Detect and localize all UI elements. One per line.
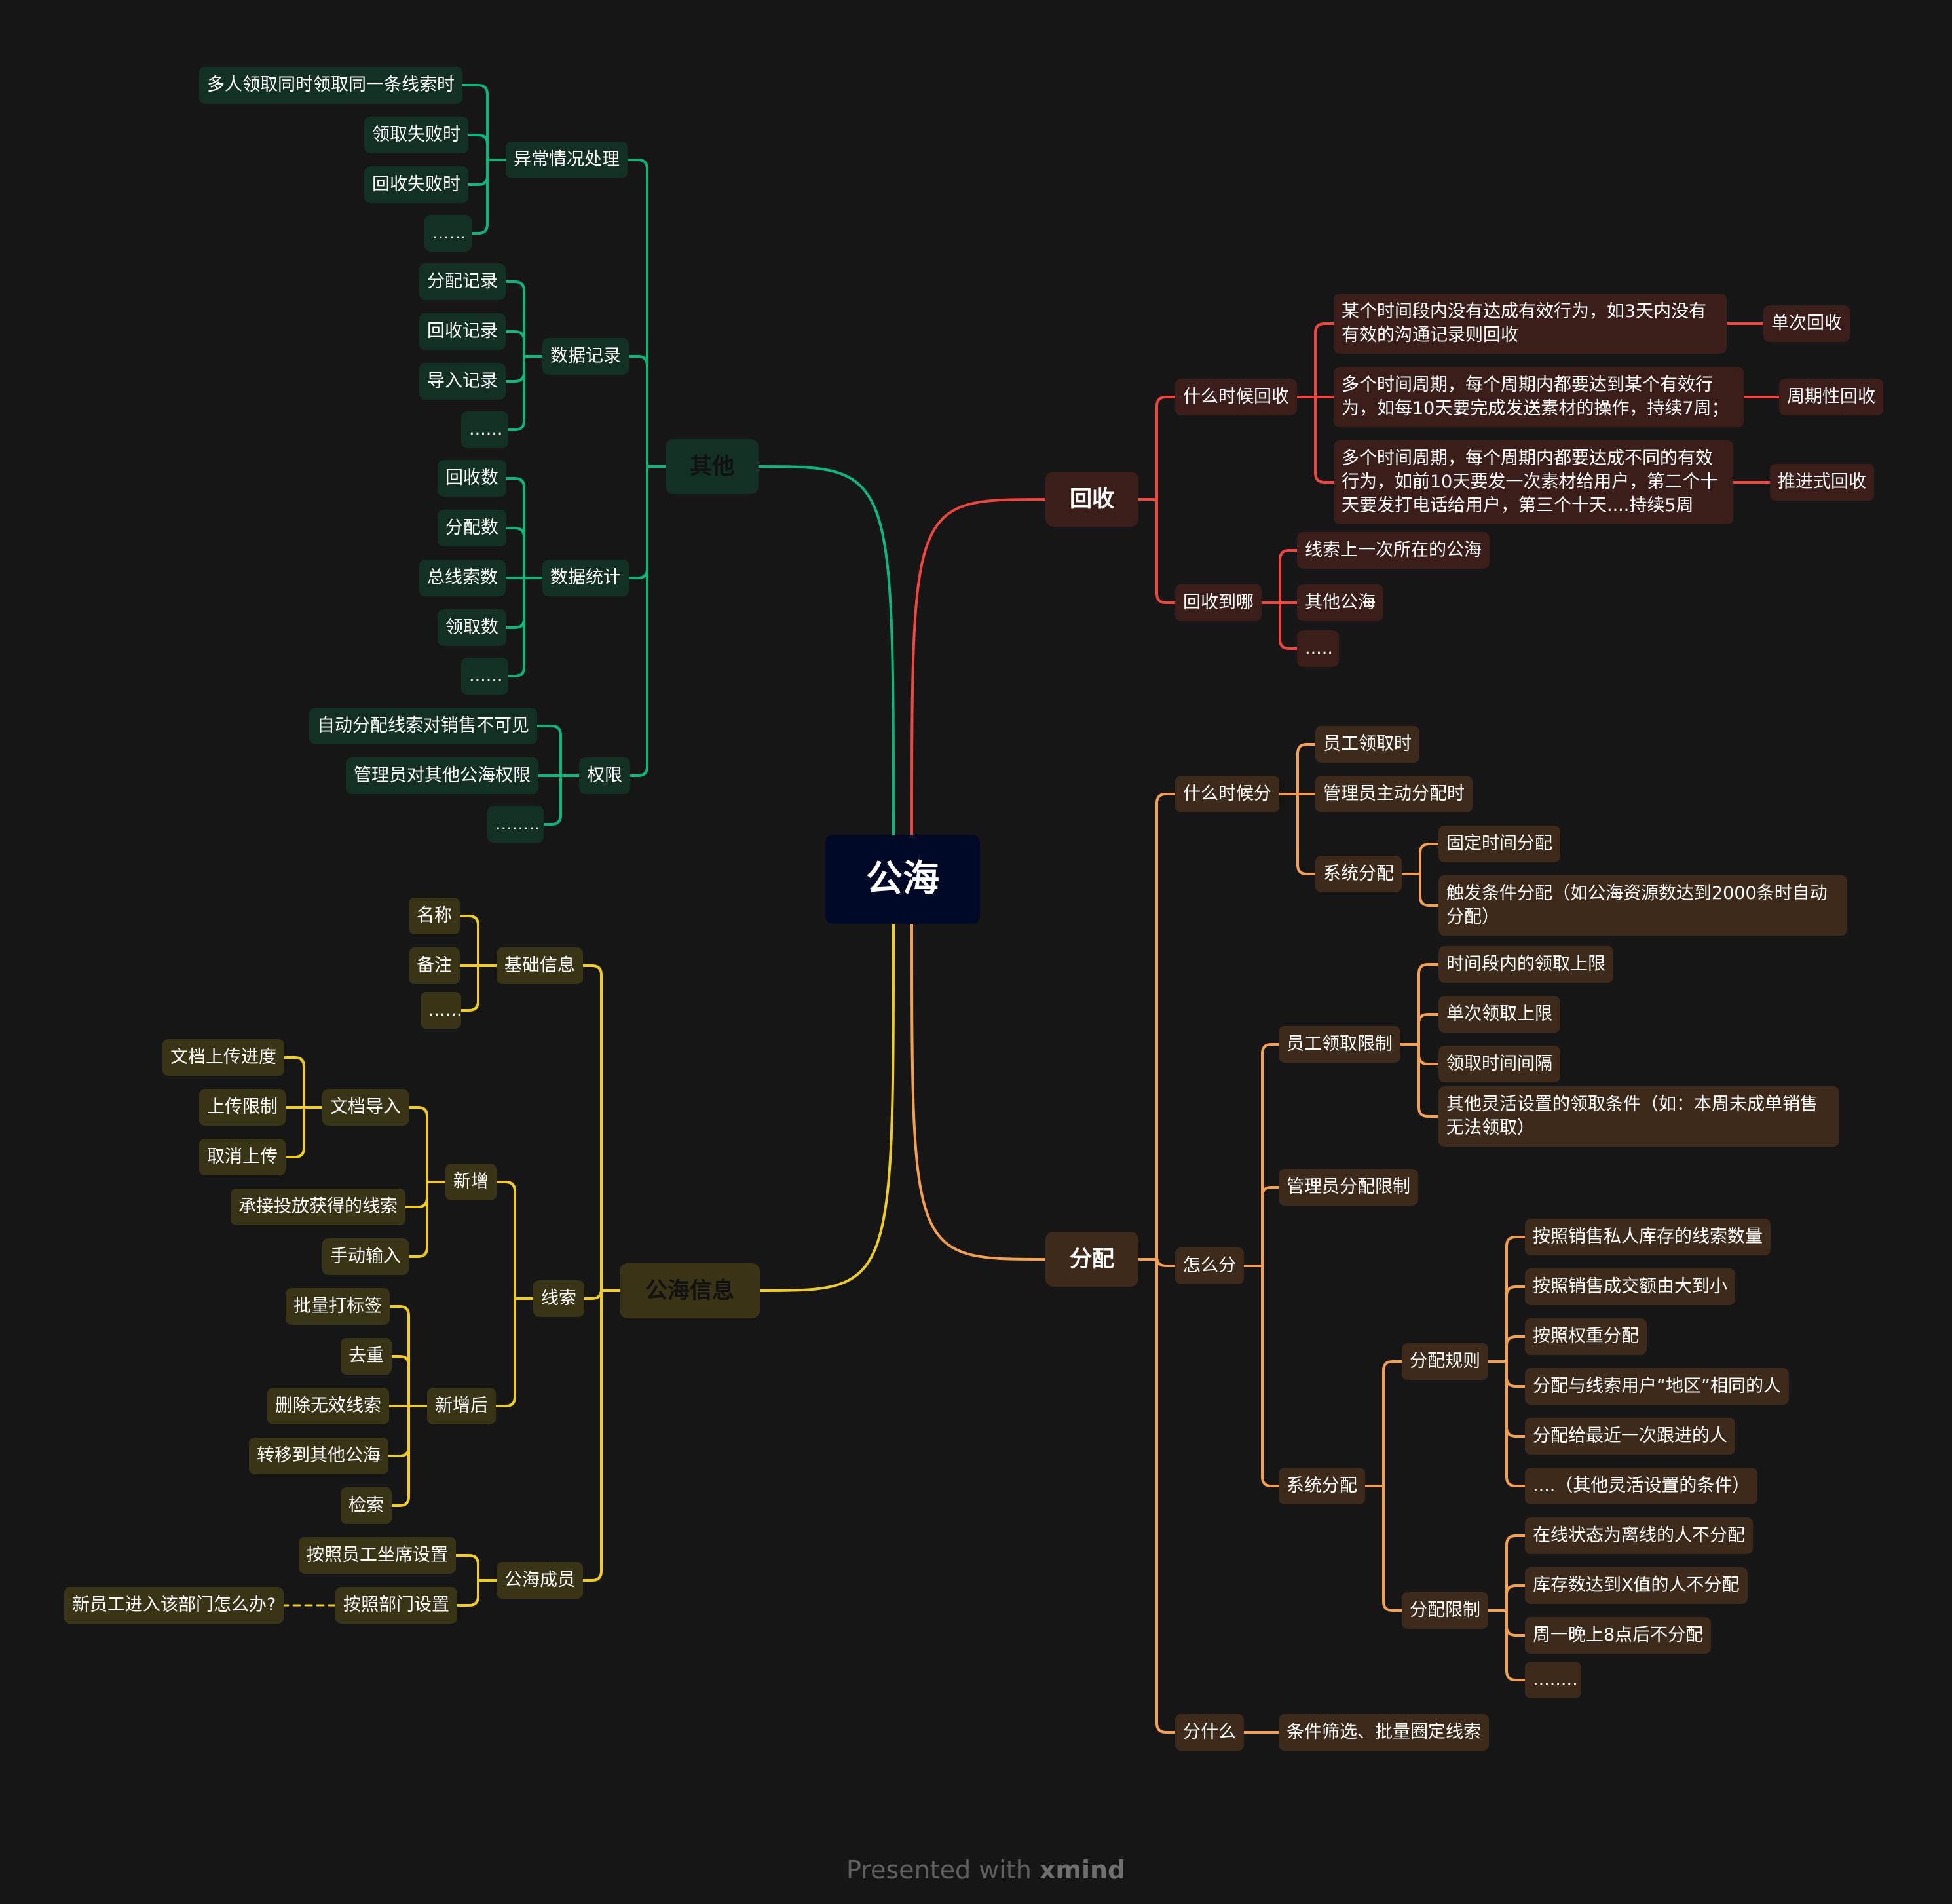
topic-total-leads[interactable]: 总线索数 [419,560,506,596]
topic-recycle-failed[interactable]: 回收失败时 [364,166,468,203]
topic-rule-region[interactable]: 分配与线索用户“地区”相同的人 [1525,1368,1789,1405]
topic-upload-limit[interactable]: 上传限制 [199,1089,286,1126]
branch-qita[interactable]: 其他 [666,439,759,494]
topic-permissions[interactable]: 权限 [579,757,630,794]
topic-ad-leads[interactable]: 承接投放获得的线索 [231,1189,405,1225]
topic-name[interactable]: 名称 [409,898,460,934]
watermark-prefix: Presented with [846,1856,1040,1884]
topic-dedupe[interactable]: 去重 [341,1338,392,1375]
topic-new-employee-question[interactable]: 新员工进入该部门怎么办? [64,1587,284,1624]
topic-rule-revenue[interactable]: 按照销售成交额由大到小 [1525,1268,1735,1305]
topic-search[interactable]: 检索 [341,1487,392,1524]
topic-assign-rules[interactable]: 分配规则 [1402,1343,1488,1380]
topic-fixed-time-assign[interactable]: 固定时间分配 [1438,826,1560,862]
topic-limit-offline[interactable]: 在线状态为离线的人不分配 [1525,1517,1753,1554]
topic-exception-more[interactable]: ...... [424,215,472,252]
topic-concurrent-claim[interactable]: 多人领取同时领取同一条线索时 [199,67,462,104]
topic-permissions-more[interactable]: ........ [487,806,544,843]
topic-when-recycle[interactable]: 什么时候回收 [1175,379,1297,415]
topic-limit-more[interactable]: ........ [1525,1662,1581,1698]
topic-basic-more[interactable]: ...... [421,992,462,1029]
topic-limit-monday[interactable]: 周一晚上8点后不分配 [1525,1617,1712,1654]
tag-single-recycle[interactable]: 单次回收 [1763,305,1850,342]
topic-what-assign[interactable]: 分什么 [1175,1714,1244,1751]
branch-gonghaixinxi[interactable]: 公海信息 [620,1263,760,1318]
topic-when-assign[interactable]: 什么时候分 [1175,776,1279,812]
topic-limit-stock[interactable]: 库存数达到X值的人不分配 [1525,1567,1748,1604]
topic-manual-input[interactable]: 手动输入 [322,1238,409,1275]
topic-system-assign-how[interactable]: 系统分配 [1279,1468,1365,1504]
topic-employee-limit[interactable]: 员工领取限制 [1279,1026,1400,1063]
topic-other-claim-condition[interactable]: 其他灵活设置的领取条件（如：本周未成单销售无法领取） [1438,1086,1839,1147]
topic-admin-limit[interactable]: 管理员分配限制 [1279,1169,1418,1206]
topic-assign-limits[interactable]: 分配限制 [1402,1592,1488,1629]
topic-recycle-where[interactable]: 回收到哪 [1175,584,1262,621]
topic-recycle-last-pool[interactable]: 线索上一次所在的公海 [1297,532,1490,569]
topic-by-seat[interactable]: 按照员工坐席设置 [299,1537,456,1574]
topic-exception-handling[interactable]: 异常情况处理 [506,142,628,178]
tag-periodic-recycle[interactable]: 周期性回收 [1779,379,1883,415]
topic-transfer-pool[interactable]: 转移到其他公海 [249,1438,388,1474]
topic-rule-weight[interactable]: 按照权重分配 [1525,1318,1647,1355]
topic-batch-tag[interactable]: 批量打标签 [286,1288,390,1325]
topic-employee-claim[interactable]: 员工领取时 [1315,726,1419,763]
topic-admin-assign[interactable]: 管理员主动分配时 [1315,776,1473,812]
topic-records-more[interactable]: ...... [461,411,508,448]
topic-data-stats[interactable]: 数据统计 [542,560,629,596]
topic-single-limit[interactable]: 单次领取上限 [1438,996,1560,1033]
topic-basic-info[interactable]: 基础信息 [497,947,583,984]
topic-data-records[interactable]: 数据记录 [542,338,629,375]
topic-add[interactable]: 新增 [445,1164,497,1200]
topic-stats-more[interactable]: ...... [461,658,508,695]
topic-claim-count[interactable]: 领取数 [438,609,506,646]
watermark-brand: xmind [1039,1856,1126,1884]
topic-filter-leads[interactable]: 条件筛选、批量圈定线索 [1279,1714,1489,1751]
branch-huishou[interactable]: 回收 [1045,472,1138,527]
watermark: Presented with xmind [846,1856,1125,1884]
topic-doc-import[interactable]: 文档导入 [322,1089,409,1126]
topic-rule-other[interactable]: ....（其他灵活设置的条件） [1525,1468,1758,1504]
topic-recycle-rule-3[interactable]: 多个时间周期，每个周期内都要达成不同的有效行为，如前10天要发一次素材给用户，第… [1334,440,1733,524]
topic-recycle-rule-2[interactable]: 多个时间周期，每个周期内都要达到某个有效行为，如每10天要完成发送素材的操作，持… [1334,367,1744,427]
topic-remark[interactable]: 备注 [409,947,460,984]
topic-claim-interval[interactable]: 领取时间间隔 [1438,1046,1560,1082]
topic-how-assign[interactable]: 怎么分 [1175,1247,1244,1284]
branch-fenpei[interactable]: 分配 [1045,1232,1138,1287]
tag-progressive-recycle[interactable]: 推进式回收 [1770,464,1874,501]
topic-assign-record[interactable]: 分配记录 [419,263,506,300]
topic-by-department[interactable]: 按照部门设置 [335,1587,457,1624]
topic-system-assign-when[interactable]: 系统分配 [1315,856,1402,892]
topic-trigger-assign[interactable]: 触发条件分配（如公海资源数达到2000条时自动分配） [1438,875,1847,936]
topic-auto-assign-hidden[interactable]: 自动分配线索对销售不可见 [309,708,537,744]
topic-leads[interactable]: 线索 [533,1280,584,1317]
root-topic[interactable]: 公海 [825,835,980,924]
topic-rule-last-follow[interactable]: 分配给最近一次跟进的人 [1525,1418,1735,1455]
topic-after-add[interactable]: 新增后 [427,1388,496,1424]
topic-upload-progress[interactable]: 文档上传进度 [162,1039,284,1076]
topic-recycle-other-pool[interactable]: 其他公海 [1297,584,1383,621]
topic-recycle-record[interactable]: 回收记录 [419,313,506,350]
topic-cancel-upload[interactable]: 取消上传 [199,1139,286,1175]
topic-delete-invalid[interactable]: 删除无效线索 [267,1388,389,1424]
topic-admin-other-pool[interactable]: 管理员对其他公海权限 [346,757,538,794]
topic-recycle-rule-1[interactable]: 某个时间段内没有达成有效行为，如3天内没有有效的沟通记录则回收 [1334,294,1727,354]
topic-import-record[interactable]: 导入记录 [419,363,506,400]
topic-rule-stock[interactable]: 按照销售私人库存的线索数量 [1525,1219,1771,1255]
topic-period-limit[interactable]: 时间段内的领取上限 [1438,946,1613,983]
topic-claim-failed[interactable]: 领取失败时 [364,117,468,153]
topic-recycle-more[interactable]: ..... [1297,630,1339,667]
topic-recycle-count[interactable]: 回收数 [438,460,506,497]
topic-pool-members[interactable]: 公海成员 [497,1562,583,1599]
topic-assign-count[interactable]: 分配数 [438,510,506,546]
